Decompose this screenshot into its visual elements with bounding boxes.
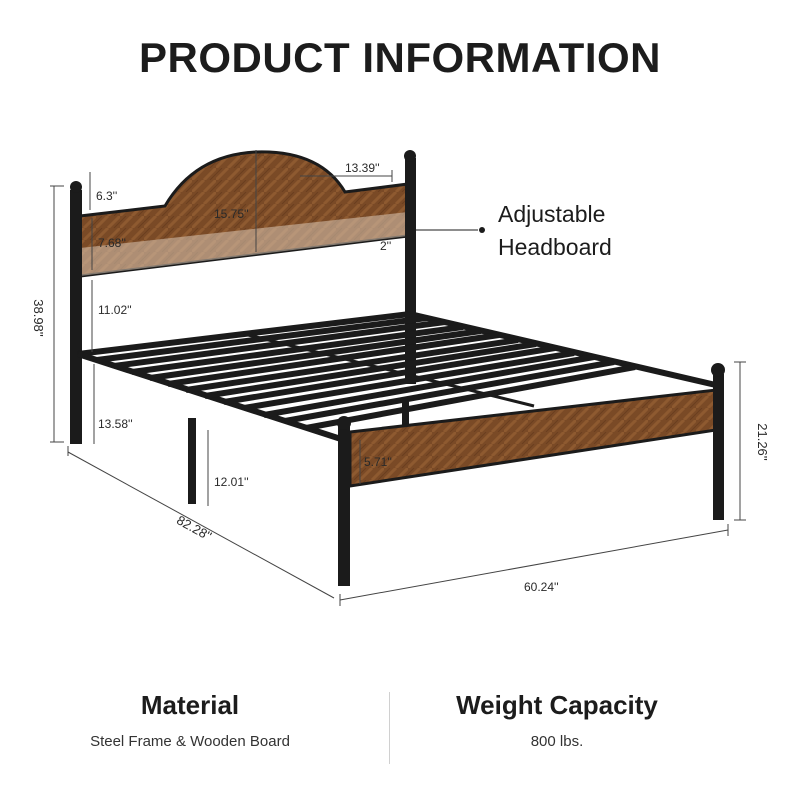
footboard-right-post <box>713 374 724 520</box>
dim-leg-height: 12.01'' <box>214 475 249 489</box>
material-value: Steel Frame & Wooden Board <box>90 733 290 750</box>
support-leg-center <box>402 398 409 450</box>
adjustable-headboard-callout: Adjustable Headboard <box>498 198 612 264</box>
headboard <box>70 150 485 444</box>
headboard-right-knob <box>404 150 416 162</box>
footboard-left-knob <box>337 416 351 430</box>
page-title: PRODUCT INFORMATION <box>138 34 661 81</box>
dim-arch-height: 15.75'' <box>214 207 249 221</box>
footboard-left-post <box>338 424 350 586</box>
dim-length: 82.28'' <box>174 512 214 543</box>
weight-capacity-value: 800 lbs. <box>530 733 584 750</box>
dim-arch-width: 13.39'' <box>345 161 380 175</box>
dim-footboard-height: 21.26'' <box>755 423 770 461</box>
dim-panel-height: 7.68'' <box>98 236 126 250</box>
headboard-right-post <box>405 158 416 384</box>
support-leg-left <box>188 418 196 504</box>
dim-width: 60.24'' <box>524 580 559 594</box>
bed-frame <box>77 311 721 504</box>
callout-dot <box>479 227 485 233</box>
dim-under-clearance: 13.58'' <box>98 417 133 431</box>
footboard <box>337 363 725 586</box>
slats <box>96 315 636 431</box>
callout-line-1: Adjustable <box>498 201 606 227</box>
callout-line-2: Headboard <box>498 234 612 260</box>
dim-panel-gap: 2'' <box>380 239 391 253</box>
material-section: Material Steel Frame & Wooden Board <box>0 690 380 750</box>
dim-clearance-head: 11.02'' <box>98 303 132 317</box>
headboard-left-post <box>70 190 82 444</box>
footboard-right-knob <box>711 363 725 377</box>
dim-footboard-panel: 5.71'' <box>364 455 392 469</box>
weight-capacity-section: Weight Capacity 800 lbs. <box>367 690 747 750</box>
weight-capacity-heading: Weight Capacity <box>456 690 658 720</box>
headboard-left-knob <box>70 181 82 193</box>
dim-headboard-top: 6.3'' <box>96 189 117 203</box>
section-divider <box>389 692 390 764</box>
dim-total-height: 38.98'' <box>31 299 46 337</box>
dimension-lines <box>50 150 746 606</box>
material-heading: Material <box>140 690 240 720</box>
